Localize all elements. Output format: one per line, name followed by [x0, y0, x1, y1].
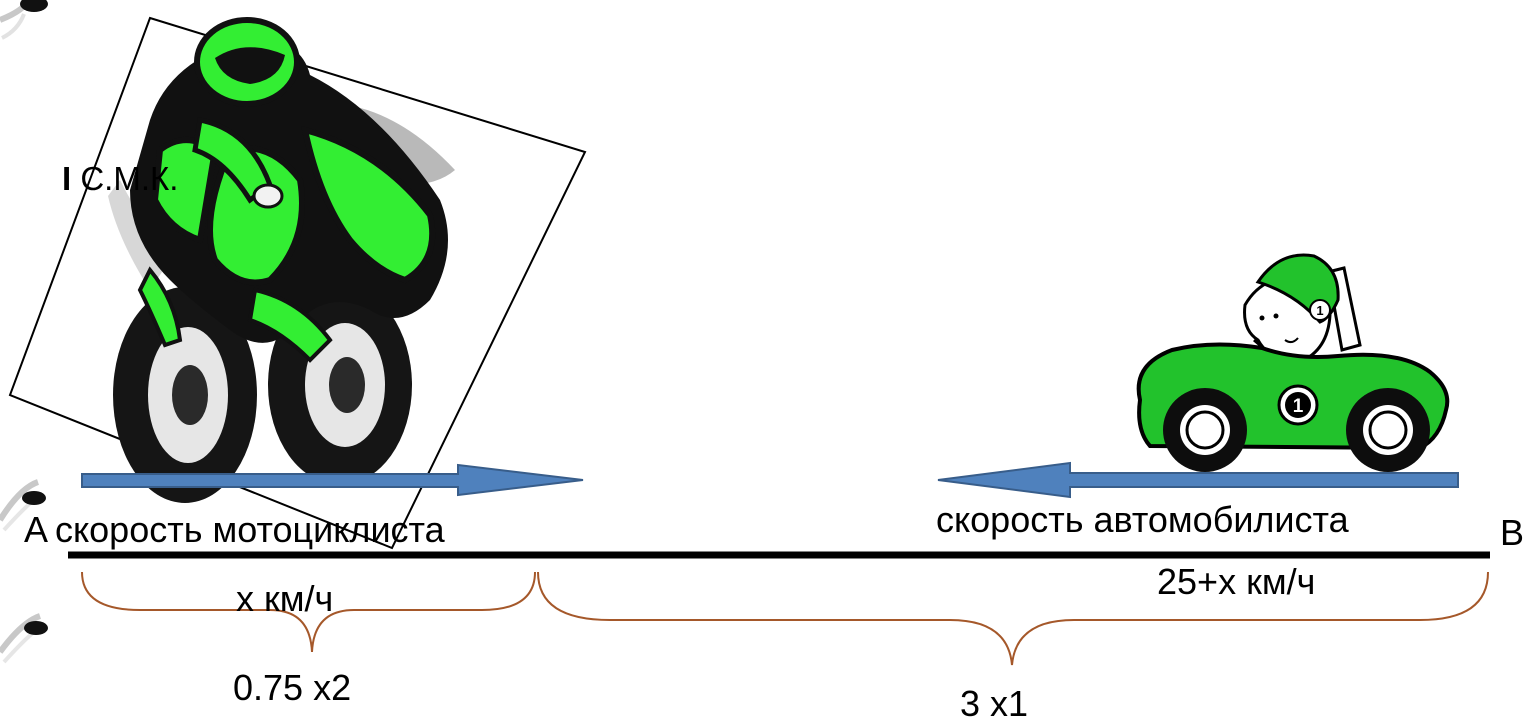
stamp-label: I С.М.К.	[62, 162, 178, 195]
race-car-icon: 1 1	[1136, 253, 1450, 472]
moto-speed-label: скорость мотоциклиста	[55, 509, 445, 550]
svg-text:1: 1	[1316, 303, 1323, 318]
car-time-label: 3 х1	[960, 683, 1029, 719]
arrow-left-icon	[937, 461, 1459, 499]
binder-ring-icon	[0, 613, 48, 664]
car-speed-value: 25+х км/ч	[1157, 561, 1316, 602]
binder-ring-icon	[0, 479, 46, 532]
point-a-label: А	[24, 509, 49, 550]
arrow-right-icon	[81, 463, 584, 497]
brace-car	[537, 571, 1489, 666]
svg-text:1: 1	[1293, 396, 1304, 417]
binder-ring-icon	[0, 0, 48, 40]
moto-speed-value: х км/ч	[236, 578, 334, 619]
brace-moto	[81, 571, 536, 653]
motorcycle-rider-icon	[8, 16, 587, 550]
stamp-text: С.М.К.	[80, 160, 179, 197]
stamp-mark: I	[62, 160, 72, 197]
point-b-label: В	[1500, 512, 1525, 553]
moto-time-label: 0.75 х2	[233, 667, 352, 708]
car-speed-label: скорость автомобилиста	[936, 499, 1349, 540]
